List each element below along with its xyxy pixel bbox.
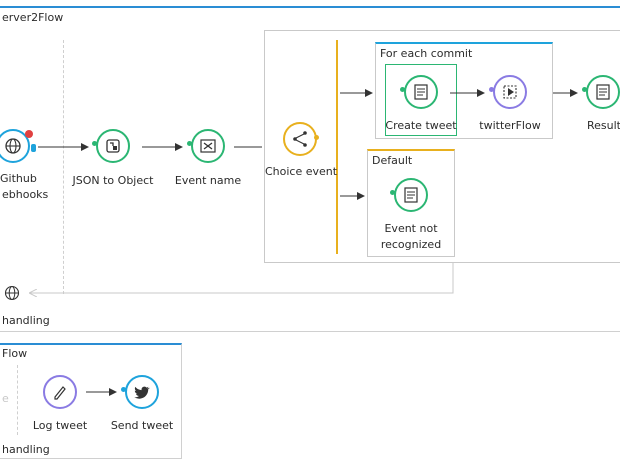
choice-router-scope (264, 30, 620, 263)
choice-event-label: Choice event (264, 165, 338, 178)
json-to-object-label: JSON to Object (72, 174, 154, 187)
variable-x-icon (200, 139, 216, 153)
event-name-label: Event name (174, 174, 242, 187)
github-label-1: Github (0, 172, 37, 185)
twitter-flow-label: twitterFlow (479, 119, 541, 132)
flow-reference-icon (503, 85, 517, 99)
twitter-flow-ref-node[interactable] (493, 75, 527, 109)
response-globe-icon[interactable] (4, 285, 20, 305)
choice-router-icon (293, 131, 307, 147)
result-node[interactable] (586, 75, 620, 109)
github-webhooks-node[interactable] (0, 129, 30, 163)
log-tweet-node[interactable] (43, 375, 77, 409)
choice-event-node[interactable] (283, 122, 317, 156)
not-recognized-label-1: Event not (384, 222, 438, 235)
twitter-flow-container (0, 343, 182, 459)
create-tweet-dot (400, 87, 405, 92)
event-name-node[interactable] (191, 129, 225, 163)
source-handle[interactable] (31, 144, 36, 152)
event-not-recognized-node[interactable] (394, 178, 428, 212)
server-error-handling-label[interactable]: handling (2, 314, 50, 327)
result-dot (582, 87, 587, 92)
for-each-scope (375, 42, 553, 139)
twitter-source-separator (17, 365, 18, 435)
send-tweet-node[interactable] (125, 375, 159, 409)
pencil-icon (54, 386, 66, 400)
github-label-2: ebhooks (2, 188, 49, 201)
json-node-dot (92, 141, 97, 146)
log-tweet-label: Log tweet (32, 419, 88, 432)
for-each-title[interactable]: For each commit (380, 47, 473, 60)
connector-response-return (30, 263, 454, 293)
event-node-dot (187, 141, 192, 146)
document-icon (596, 84, 610, 100)
not-recognized-dot (390, 190, 395, 195)
create-tweet-node[interactable] (404, 75, 438, 109)
twitter-error-handling-label[interactable]: handling (2, 443, 50, 456)
error-badge-icon[interactable] (25, 130, 33, 138)
twitter-bird-icon (134, 386, 150, 399)
create-tweet-selection (385, 64, 457, 136)
default-scope (367, 149, 455, 257)
send-tweet-dot (121, 387, 126, 392)
default-title[interactable]: Default (372, 154, 413, 167)
source-separator (63, 40, 64, 294)
server-flow-container (0, 6, 620, 332)
twitter-flow-source-placeholder: e (2, 392, 9, 405)
choice-node-dot (314, 135, 319, 140)
create-tweet-label: Create tweet (385, 119, 457, 132)
globe-icon (5, 138, 21, 154)
json-to-object-node[interactable] (96, 129, 130, 163)
server-flow-title[interactable]: erver2Flow (2, 11, 64, 24)
document-icon (404, 187, 418, 203)
result-label: Result (587, 119, 620, 132)
twitter-flow-title[interactable]: Flow (2, 347, 28, 360)
send-tweet-label: Send tweet (110, 419, 174, 432)
twitter-flow-dot (489, 87, 494, 92)
choice-divider (336, 40, 338, 254)
transform-icon (106, 139, 120, 153)
document-icon (414, 84, 428, 100)
not-recognized-label-2: recognized (380, 238, 442, 251)
